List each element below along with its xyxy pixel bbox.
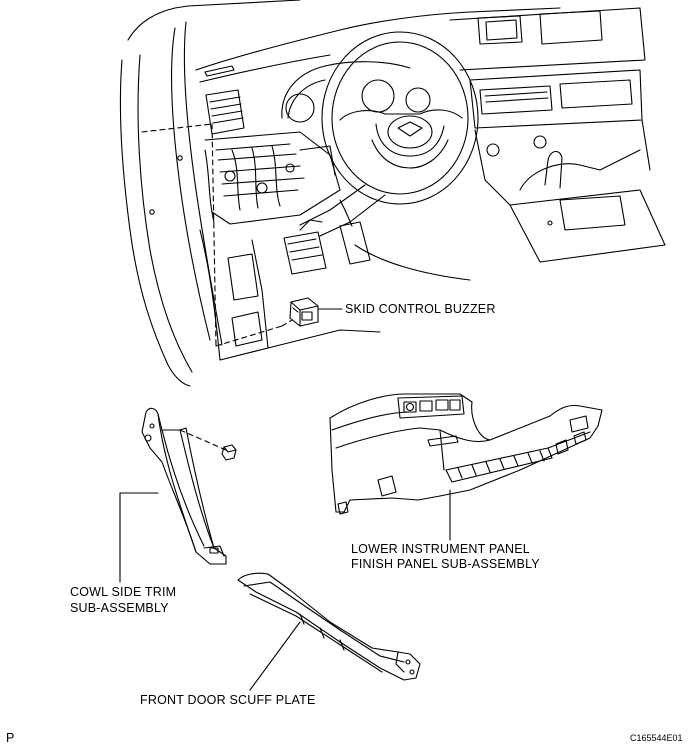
label-lower-panel-line1: LOWER INSTRUMENT PANEL	[351, 542, 530, 556]
skid-control-buzzer-drawing	[289, 297, 319, 327]
lower-instrument-panel-drawing	[329, 393, 603, 515]
label-scuff-plate: FRONT DOOR SCUFF PLATE	[140, 693, 316, 707]
clip-drawing	[221, 444, 237, 461]
page-marker: P	[6, 731, 15, 745]
leader-line-cowl	[119, 492, 159, 583]
label-skid-control-buzzer: SKID CONTROL BUZZER	[345, 302, 496, 316]
leader-line-scuff	[249, 621, 301, 691]
front-door-scuff-plate-drawing	[237, 572, 421, 681]
cowl-side-trim-drawing	[141, 407, 227, 565]
label-lower-panel-line2: FINISH PANEL SUB-ASSEMBLY	[351, 557, 540, 571]
car-interior-drawing	[119, 0, 666, 387]
label-cowl-line1: COWL SIDE TRIM	[70, 585, 177, 599]
figure-code: C165544E01	[630, 733, 683, 743]
label-cowl-line2: SUB-ASSEMBLY	[70, 601, 169, 615]
